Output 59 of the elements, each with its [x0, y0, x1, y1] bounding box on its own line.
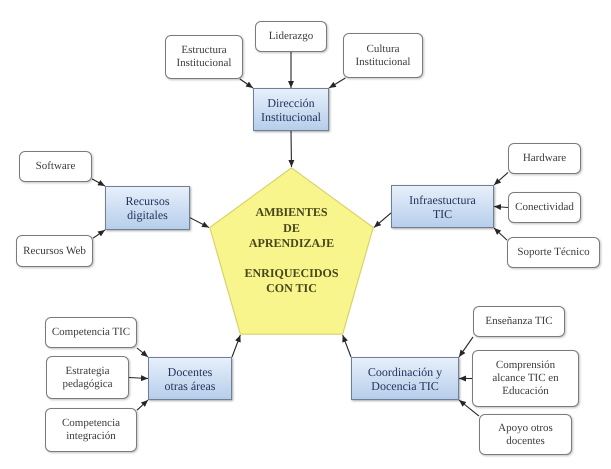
- factor-box: [45, 408, 137, 452]
- topic-box: [391, 185, 494, 228]
- topic-box: [105, 186, 190, 230]
- arrow: [494, 228, 508, 240]
- topic-box: [253, 88, 329, 131]
- arrow: [342, 334, 352, 358]
- arrow: [494, 204, 508, 210]
- arrow: [458, 336, 474, 358]
- arrow: [458, 400, 480, 416]
- factor-box: [473, 306, 565, 337]
- arrow: [136, 400, 148, 411]
- factor-box: [19, 151, 92, 182]
- factor-box: [45, 317, 137, 348]
- arrow: [459, 376, 472, 382]
- arrow: [92, 230, 106, 239]
- factor-box: [479, 414, 572, 455]
- factor-label: Liderazgo: [268, 30, 314, 43]
- arrow: [288, 52, 294, 88]
- factor-label: Recursos Web: [23, 244, 86, 258]
- arrow: [494, 172, 508, 186]
- topic-label: Docentes otras áreas: [164, 364, 216, 392]
- arrow: [374, 212, 392, 228]
- factor-box: [508, 192, 581, 223]
- factor-label: Cultura Institucional: [354, 42, 412, 68]
- topic-label: Infraestuctura TIC: [408, 192, 477, 220]
- arrow: [128, 375, 148, 382]
- topic-label: Coordinación y Docencia TIC: [366, 364, 444, 392]
- arrow: [92, 178, 106, 186]
- arrow: [288, 131, 294, 167]
- factor-label: Enseñanza TIC: [485, 315, 553, 328]
- arrow: [190, 217, 210, 228]
- factor-box: [255, 21, 327, 52]
- factor-box: [343, 33, 423, 78]
- factor-label: Software: [36, 160, 76, 173]
- factor-box: [508, 143, 581, 174]
- arrow: [136, 348, 148, 358]
- center-title: AMBIENTES DE APRENDIZAJE: [248, 205, 336, 252]
- factor-label: Estrategia pedagógica: [61, 364, 114, 390]
- factor-box: [507, 237, 600, 268]
- factor-label: Hardware: [522, 152, 566, 165]
- factor-label: Competencia integración: [60, 417, 122, 443]
- factor-label: Comprensión alcance TIC en Educación: [491, 359, 560, 398]
- factor-label: Conectividad: [515, 201, 574, 214]
- arrow: [328, 78, 346, 88]
- topic-label: Recursos digitales: [124, 194, 170, 222]
- center-title: ENRIQUECIDOS CON TIC: [243, 266, 340, 296]
- factor-label: Competencia TIC: [52, 326, 130, 339]
- factor-box: [472, 350, 579, 407]
- topic-box: [351, 357, 459, 400]
- topic-box: [148, 357, 232, 400]
- factor-box: [165, 35, 243, 79]
- factor-label: Soporte Técnico: [517, 246, 590, 259]
- topic-label: Dirección Institucional: [260, 96, 322, 124]
- factor-box: [16, 235, 93, 267]
- arrow: [231, 334, 241, 358]
- factor-label: Estructura Institucional: [176, 44, 232, 70]
- factor-label: Apoyo otros docentes: [497, 422, 554, 448]
- factor-box: [46, 356, 129, 399]
- arrow: [240, 78, 254, 88]
